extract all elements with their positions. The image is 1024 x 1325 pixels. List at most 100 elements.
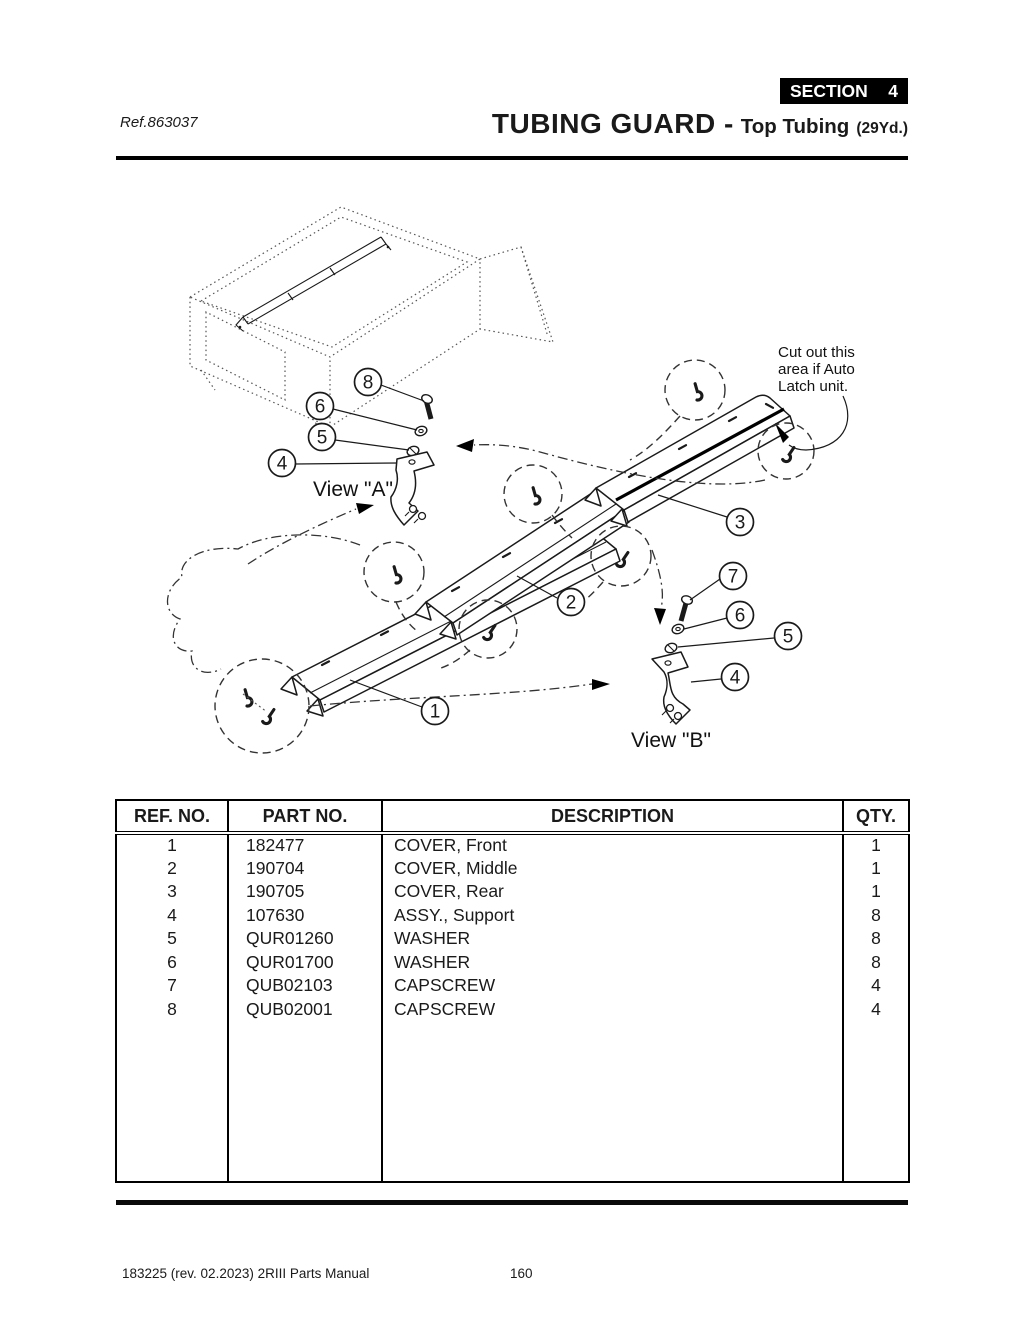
description-cell: ASSY., Support [382,903,844,927]
svg-text:1: 1 [430,702,441,723]
description-cell: COVER, Front [382,833,844,857]
callout-7: 7 [718,561,748,591]
arrow-down-icon [654,608,666,625]
description-cell: WASHER [382,927,844,951]
ref-no-cell: 7 [116,974,229,998]
washer-6 [414,425,428,437]
header-divider [116,156,908,160]
table-header-row: REF. NO. PART NO. DESCRIPTION QTY. [116,800,909,835]
part-no-cell: QUR01700 [228,950,383,974]
description-cell: COVER, Rear [382,880,844,904]
qty-cell: 8 [871,904,881,925]
callout-5b: 5 [773,621,803,651]
part-no-cell: QUB02103 [228,974,383,998]
section-number: 4 [888,80,898,101]
table-row: 8 QUB02001 CAPSCREW 4 [116,997,909,1021]
cutout-arrowhead [775,423,789,443]
view-a-assembly [390,393,435,526]
footer-document-id: 183225 (rev. 02.2023) 2RIII Parts Manual [122,1266,370,1281]
svg-text:4: 4 [730,668,741,689]
svg-text:8: 8 [363,373,374,394]
title-main: TUBING GUARD - [491,108,734,139]
cover-rear [584,394,795,527]
qty-cell: 4 [871,975,881,995]
ref-no-cell: 2 [116,856,229,880]
arrow-toward-bracket-icon [356,503,374,514]
description-cell: WASHER [382,950,844,974]
table-row: 7 QUB02103 CAPSCREW 4 [116,974,909,998]
note-line-3: Latch unit. [778,378,848,395]
title-size-spec: (29Yd.) [856,120,908,137]
title-subtitle: Top Tubing [740,115,850,138]
callout-2: 2 [556,587,586,617]
qty-cell: 8 [871,951,881,972]
arrow-to-view-a-icon [456,439,474,452]
auto-latch-note: Cut out this area if Auto Latch unit. [778,344,855,451]
table-filler-row [116,1021,909,1182]
qty-header: QTY. [843,800,909,835]
ref-no-cell: 1 [116,833,229,857]
trailer-overview-drawing [188,206,554,433]
svg-text:6: 6 [735,606,746,627]
qty-cell: 1 [871,857,881,878]
callout-5a: 5 [307,422,337,452]
callout-8: 8 [353,367,383,397]
ref-no-cell: 4 [116,903,229,927]
section-badge: SECTION 4 [780,78,908,104]
table-row: 4 107630 ASSY., Support 8 [116,903,909,927]
qty-cell: 8 [871,928,881,948]
ref-no-header: REF. NO. [116,800,229,835]
callout-6a: 6 [305,391,335,421]
description-cell: COVER, Middle [382,856,844,880]
svg-text:6: 6 [315,397,326,418]
part-no-cell: 190705 [228,880,383,904]
svg-text:2: 2 [566,593,577,614]
page-title: TUBING GUARD - Top Tubing (29Yd.) [492,108,908,140]
washer-5b [664,642,678,654]
page-number: 160 [510,1266,533,1281]
note-line-1: Cut out this [778,344,855,361]
flow-arrows [166,439,766,707]
ref-no-cell: 3 [116,880,229,904]
ref-no-cell: 6 [116,950,229,974]
parts-table: REF. NO. PART NO. DESCRIPTION QTY. 1 182… [115,799,910,1183]
description-cell: CAPSCREW [382,974,844,998]
footer-divider [116,1200,908,1205]
callout-3: 3 [725,507,755,537]
arrow-to-view-b-icon [592,679,610,690]
view-a-label: View "A" [313,478,393,501]
section-word: SECTION [790,80,868,101]
part-no-cell: QUB02001 [228,997,383,1021]
ref-no-cell: 5 [116,927,229,951]
svg-text:5: 5 [783,627,794,648]
part-no-header: PART NO. [228,800,383,835]
capscrew-7 [678,602,689,622]
callout-4a: 4 [267,448,297,478]
note-line-2: area if Auto [778,361,855,378]
table-row: 2 190704 COVER, Middle 1 [116,856,909,880]
part-no-cell: 107630 [228,903,383,927]
description-cell: CAPSCREW [382,997,844,1021]
view-b-label: View "B" [631,729,711,752]
reference-number: Ref.863037 [120,114,198,131]
part-no-cell: 190704 [228,856,383,880]
svg-text:7: 7 [728,567,739,588]
part-no-cell: 182477 [228,833,383,857]
svg-text:4: 4 [277,454,288,475]
ref-no-cell: 8 [116,997,229,1021]
callout-6b: 6 [725,600,755,630]
table-row: 6 QUR01700 WASHER 8 [116,950,909,974]
exploded-view-diagram: Cut out this area if Auto Latch unit. 8 … [166,206,855,754]
detail-circles [214,359,815,754]
svg-text:3: 3 [735,513,746,534]
qty-cell: 1 [871,881,881,901]
callout-balloons: 8 6 5 4 3 2 1 7 6 5 4 [267,367,803,726]
svg-text:5: 5 [317,428,328,449]
washer-6b [671,623,685,635]
washer-5 [406,445,420,457]
support-bracket-4 [390,451,435,526]
support-bracket-4b [651,651,691,725]
qty-cell: 4 [871,998,881,1019]
table-row: 1 182477 COVER, Front 1 [116,833,909,857]
